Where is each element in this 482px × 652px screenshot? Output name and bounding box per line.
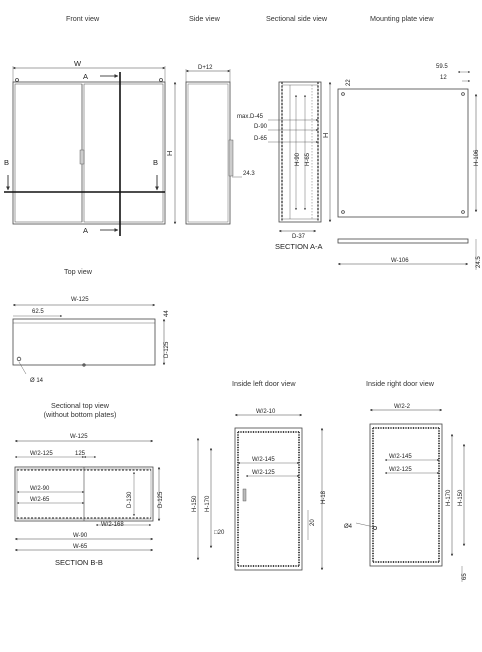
il-h18: H-18 [321,490,327,504]
top-view [12,303,166,375]
sectional-top-view-note: (without bottom plates) [43,410,117,419]
sect-side-top: 22 [346,79,352,86]
plate-thickness: 24.5 [476,256,482,268]
sect-side-d65: D-65 [254,136,268,142]
side-dim-depth: D+12 [198,65,213,71]
ir-h170: H-170 [446,489,452,506]
sect-side-h65: H-65 [305,152,311,166]
top-d44: 44 [164,310,170,317]
sect-side-d90: D-90 [254,124,268,130]
ir-hole4: Ø4 [344,524,353,530]
front-view [4,66,177,236]
cut-a-top: A [83,72,88,81]
front-dim-h: H [165,151,174,156]
st-w65: W-65 [73,544,88,550]
il-half125: W/2-125 [252,470,275,476]
top-view-title: Top view [64,267,92,276]
ir-half125: W/2-125 [389,467,412,473]
cut-b-left: B [4,158,9,167]
st-c125: 125 [75,451,86,457]
ir-b65: 65 [462,573,468,580]
inside-right-door-view-title: Inside right door view [366,379,434,388]
st-w90: W-90 [73,533,88,539]
sect-side-h90: H-90 [295,152,301,166]
side-view [185,69,242,225]
front-view-title: Front view [66,14,100,23]
inside-left-door-view-title: Inside left door view [232,379,296,388]
sect-side-d37: D-37 [292,234,306,240]
st-half125: W/2-125 [30,451,53,457]
il-v20: 20 [310,519,316,526]
section-aa-label: SECTION A-A [275,242,323,251]
sect-side-max-depth: max.D-45 [237,114,264,120]
inside-left-door-view [196,413,324,571]
st-half90: W/2-90 [30,486,50,492]
sectional-side-view [268,81,332,233]
ir-half145: W/2-145 [389,454,412,460]
st-half168: W/2-168 [101,522,124,528]
sectional-top-view [14,439,161,552]
il-h150: H-150 [192,495,198,512]
top-hole: Ø 14 [30,378,44,384]
ir-half2: W/2-2 [394,404,411,410]
cut-a-bottom: A [83,226,88,235]
il-half145: W/2-145 [252,457,275,463]
st-w125: W-125 [70,434,88,440]
sectional-side-view-title: Sectional side view [266,14,328,23]
sectional-top-view-title: Sectional top view [51,401,109,410]
plate-width: W-106 [391,258,409,264]
ir-h150: H-150 [458,489,464,506]
st-d130: D-130 [127,491,133,508]
il-sq20: □20 [214,530,225,536]
plate-height: H-106 [474,149,480,166]
top-offset: 62.5 [32,309,44,315]
front-dim-w: W [74,59,82,68]
st-d125: D-125 [158,491,164,508]
top-d125: D-125 [164,341,170,358]
st-half65: W/2-65 [30,497,50,503]
inside-right-door-view [355,408,466,582]
side-dim-gap: 24.3 [243,171,255,177]
sect-side-h: H [321,133,330,138]
section-bb-label: SECTION B-B [55,558,103,567]
mounting-plate-view-title: Mounting plate view [370,14,434,23]
plate-edge: 12 [440,75,447,81]
mounting-plate-view [337,71,478,270]
side-view-title: Side view [189,14,220,23]
il-half10: W/2-10 [256,409,276,415]
door-handle [79,149,85,165]
plate-offset: 59.5 [436,64,448,70]
cut-b-right: B [153,158,158,167]
il-h170: H-170 [205,495,211,512]
top-w125: W-125 [71,297,89,303]
